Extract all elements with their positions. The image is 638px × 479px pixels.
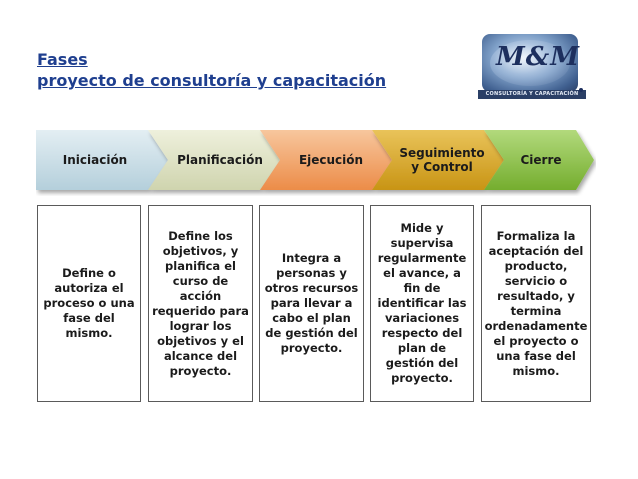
phase-label-ejecucion: Ejecución xyxy=(298,153,364,167)
phase-label-seguimiento: Seguimiento y Control xyxy=(399,146,485,174)
logo-dot xyxy=(579,88,583,92)
phase-description-planificacion: Define los objetivos, y planifica el cur… xyxy=(148,205,253,402)
description-text: Mide y supervisa regularmente el avance,… xyxy=(377,221,467,385)
phase-arrows-svg xyxy=(36,130,594,190)
phase-arrow-planificacion xyxy=(148,130,280,190)
phase-label-cierre: Cierre xyxy=(520,153,562,167)
phase-arrow-cierre xyxy=(484,130,594,190)
phase-arrow-iniciacion xyxy=(36,130,168,190)
slide-title: Fases proyecto de consultoría y capacita… xyxy=(37,49,386,91)
phase-description-cierre: Formaliza la aceptación del producto, se… xyxy=(481,205,591,402)
phase-description-seguimiento: Mide y supervisa regularmente el avance,… xyxy=(370,205,474,402)
phase-label-iniciacion: Iniciación xyxy=(62,153,128,167)
phase-description-iniciacion: Define o autoriza el proceso o una fase … xyxy=(37,205,141,402)
description-text: Define los objetivos, y planifica el cur… xyxy=(152,228,249,378)
description-text: Formaliza la aceptación del producto, se… xyxy=(484,228,588,378)
globe-icon xyxy=(482,34,578,92)
phase-label-planificacion: Planificación xyxy=(177,153,263,167)
phase-arrow-seguimiento xyxy=(372,130,504,190)
phase-arrows: Iniciación Planificación Ejecución Segui… xyxy=(36,130,596,196)
phase-description-ejecucion: Integra a personas y otros recursos para… xyxy=(259,205,364,402)
company-logo: M&M CONSULTORÍA Y CAPACITACIÓN xyxy=(478,34,586,100)
logo-caption: CONSULTORÍA Y CAPACITACIÓN xyxy=(478,90,586,99)
title-line-2: proyecto de consultoría y capacitación xyxy=(37,71,387,90)
description-text: Define o autoriza el proceso o una fase … xyxy=(43,266,135,340)
phase-arrow-ejecucion xyxy=(260,130,392,190)
logo-mark: M&M xyxy=(496,42,581,72)
description-text: Integra a personas y otros recursos para… xyxy=(264,251,359,355)
title-line-1: Fases xyxy=(37,50,88,69)
